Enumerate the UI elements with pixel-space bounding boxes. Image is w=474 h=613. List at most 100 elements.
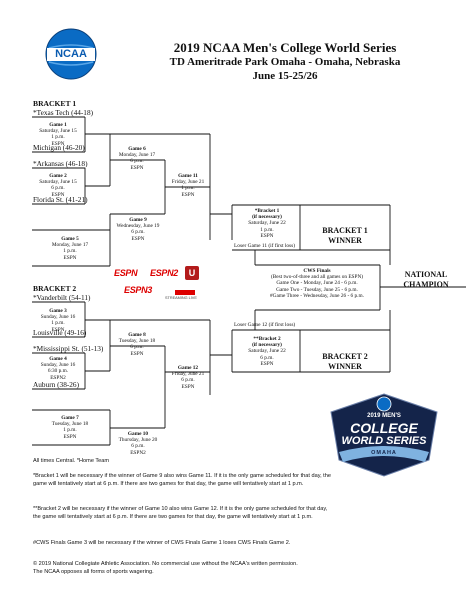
game-8-time: 6 p.m. [130,344,144,351]
bracket1-label: BRACKET 1 [33,99,77,108]
cws-finals-title: CWS Finals [303,268,331,274]
game-6-title: Game 6 [128,146,146,152]
cws-finals-game-one: Game One - Monday, June 24 - 6 p.m. [276,280,358,287]
page-title: 2019 NCAA Men's College World Series [173,40,397,55]
game-3-title: Game 3 [49,308,67,314]
cws-logo-graphic [330,393,438,477]
game-9-time: 6 p.m. [131,229,145,236]
game-4-date: Sunday, June 16 [40,362,76,369]
game-10-network: ESPN2 [130,449,146,456]
game-6: Game 6 Monday, June 17 6 p.m. ESPN [112,146,162,171]
game-11: Game 11 Friday, June 21 1 p.m. ESPN [168,173,208,198]
game-12-date: Friday, June 21 [171,371,205,378]
team-michigan: Michigan (46-20) [33,143,85,152]
game-2-time: 6 p.m. [51,185,65,192]
cws-finals-note: (Best two-of-three and all games on ESPN… [270,274,364,281]
game-6-date: Monday, June 17 [118,152,156,159]
dates-subtitle: June 15-25/26 [252,70,318,82]
game-2: Game 2 Saturday, June 15 6 p.m. ESPN [35,173,81,198]
team-florida-st: Florida St. (41-21) [33,195,88,204]
note-bracket1: *Bracket 1 will be necessary if the winn… [33,473,331,487]
game-11-network: ESPN [181,191,195,198]
game-1-time: 1 p.m. [51,134,65,141]
ncaa-logo-text: NCAA [55,48,87,60]
game-1-date: Saturday, June 15 [39,128,77,135]
espnu-logo-letter: U [188,268,196,278]
watch-espn-logo: STREAMING LIVE [165,286,197,300]
bracket1-game-date: Saturday, June 22 [248,220,286,227]
game-9-date: Wednesday, June 19 [116,223,160,230]
bracket1-winner-text: BRACKET 1 WINNER [322,226,368,245]
game-5-network: ESPN [63,254,77,261]
game-4-time: 6:30 p.m. [47,368,69,375]
game-12: Game 12 Friday, June 21 6 p.m. ESPN [168,365,208,390]
game-6-time: 6 p.m. [130,158,144,165]
bracket1-if-necessary: *Bracket 1 (if necessary) Saturday, June… [236,208,298,239]
national-champion: NATIONAL CHAMPION [386,270,466,289]
espn3-logo: ESPN3 [124,285,153,295]
game-5: Game 5 Monday, June 17 1 p.m. ESPN [35,236,105,261]
loser-game-12-label: Loser Game 12 (if first loss) [234,322,296,328]
game-3: Game 3 Sunday, June 16 1 p.m. ESPN [35,308,81,333]
game-11-date: Friday, June 21 [171,179,205,186]
venue-subtitle: TD Ameritrade Park Omaha - Omaha, Nebras… [169,56,401,68]
game-9: Game 9 Wednesday, June 19 6 p.m. ESPN [112,217,164,242]
espnu-logo: U [185,266,199,280]
cws-logo-year: 2019 MEN'S [367,413,401,419]
game-5-title: Game 5 [61,236,79,242]
game-7: Game 7 Tuesday, June 18 1 p.m. ESPN [35,415,105,440]
bracket2-if-necessary: **Bracket 2 (if necessary) Saturday, Jun… [236,336,298,367]
game-8-date: Tuesday, June 18 [118,338,156,345]
espn-logo: ESPN [114,268,138,278]
cws-logo-world-series: WORLD SERIES [341,435,427,447]
game-12-time: 6 p.m. [181,377,195,384]
bracket1-game-title: *Bracket 1 [254,208,280,214]
note-times: All times Central. *Home Team [33,458,110,464]
game-3-network: ESPN [51,326,65,333]
cws-finals: CWS Finals (Best two-of-three and all ga… [258,268,376,299]
espn2-logo: ESPN2 [150,268,179,278]
ncaa-logo-graphic [45,28,97,80]
bracket2-game-title: **Bracket 2 [253,336,281,342]
bracket2-winner: BRACKET 2 WINNER [305,352,385,371]
game-3-date: Sunday, June 16 [40,314,76,321]
game-7-title: Game 7 [61,415,79,421]
game-7-date: Tuesday, June 18 [51,421,89,428]
game-7-network: ESPN [63,433,77,440]
game-5-date: Monday, June 17 [51,242,89,249]
note-bracket2: **Bracket 2 will be necessary if the win… [33,506,328,520]
cws-finals-game-three: #Game Three - Wednesday, June 26 - 6 p.m… [270,292,364,299]
ncaa-logo: NCAA [45,28,97,80]
bracket2-game-qualifier: (if necessary) [252,342,282,349]
bracket1-winner: BRACKET 1 WINNER [305,226,385,245]
cws-logo-omaha: OMAHA [371,450,397,456]
team-arkansas: *Arkansas (46-18) [33,159,88,168]
team-auburn: Auburn (38-26) [33,380,80,389]
game-12-title: Game 12 [177,365,199,371]
game-12-network: ESPN [181,383,195,390]
bracket2-game-time: 6 p.m. [260,354,274,361]
game-4-network: ESPN2 [50,374,66,381]
team-vanderbilt: *Vanderbilt (54-11) [33,293,91,302]
note-copyright: © 2019 National Collegiate Athletic Asso… [33,561,298,567]
cws-logo: 2019 MEN'S COLLEGE WORLD SERIES OMAHA [325,390,443,480]
game-4: Game 4 Sunday, June 16 6:30 p.m. ESPN2 [35,356,81,381]
cws-logo-college: COLLEGE [350,420,418,436]
game-3-time: 1 p.m. [51,320,65,327]
game-8-network: ESPN [130,350,144,357]
game-10-title: Game 10 [127,431,149,437]
game-2-title: Game 2 [49,173,67,179]
game-9-title: Game 9 [129,217,147,223]
game-10: Game 10 Thursday, June 20 6 p.m. ESPN2 [112,431,164,456]
game-8: Game 8 Tuesday, June 18 6 p.m. ESPN [112,332,162,357]
bracket1-game-qualifier: (if necessary) [252,214,282,221]
cws-finals-game-two: Game Two - Tuesday, June 25 - 6 p.m. [276,286,358,293]
game-2-date: Saturday, June 15 [39,179,77,186]
watch-espn-text: STREAMING LIVE [165,296,197,300]
game-1: Game 1 Saturday, June 15 1 p.m. ESPN [35,122,81,147]
game-10-date: Thursday, June 20 [118,437,158,444]
game-9-network: ESPN [131,235,145,242]
loser-game-11-label: Loser Game 11 (if first loss) [234,243,296,249]
team-louisville: Louisville (49-16) [33,328,87,337]
